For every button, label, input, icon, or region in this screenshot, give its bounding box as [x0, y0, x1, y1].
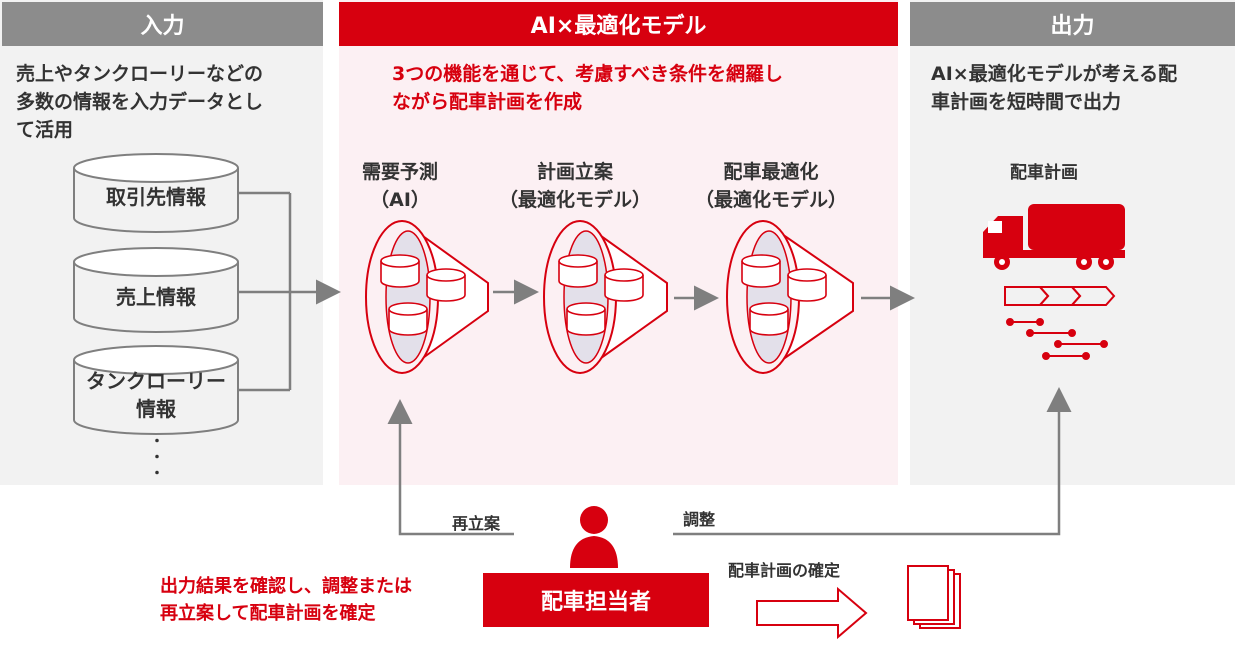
adjust-label: 調整 — [683, 510, 716, 529]
source-tanklorry-label: タンクローリー 情報 — [86, 369, 226, 421]
source-customer-label: 取引先情報 — [106, 185, 206, 209]
cylinder-customer — [73, 153, 239, 233]
replan-label: 再立案 — [452, 514, 501, 533]
stage-arrows — [493, 279, 915, 311]
funnel-demand-forecast — [365, 220, 489, 374]
output-header: 出力 — [910, 2, 1235, 46]
feedback-lines — [387, 387, 1072, 536]
model-header: AI×最適化モデル — [339, 2, 898, 46]
input-description: 売上やタンクローリーなどの 多数の情報を入力データとし て活用 — [16, 63, 264, 141]
more-sources-ellipsis: ・ ・ ・ — [150, 434, 164, 482]
stage-demand-forecast-label: 需要予測 （AI） — [361, 161, 438, 211]
confirm-label: 配車計画の確定 — [728, 561, 841, 580]
documents-icon — [907, 565, 961, 629]
output-description: AI×最適化モデルが考える配 車計画を短時間で出力 — [931, 63, 1178, 113]
confirm-arrow-icon — [756, 586, 868, 640]
funnel-planning — [543, 220, 668, 374]
cylinder-tanklorry — [73, 345, 239, 435]
source-sales-label: 売上情報 — [116, 285, 196, 309]
dispatcher-note: 出力結果を確認し、調整または 再立案して配車計画を確定 — [160, 576, 412, 624]
funnel-dispatch-optimization — [726, 220, 854, 374]
schedule-chevron-icon — [1004, 286, 1116, 306]
input-header: 入力 — [2, 2, 323, 46]
person-icon — [570, 506, 618, 568]
model-description: 3つの機能を通じて、考慮すべき条件を網羅し ながら配車計画を作成 — [392, 63, 783, 113]
timeline-icon — [1006, 318, 1108, 360]
cylinder-sales — [73, 247, 239, 333]
dispatcher-role-box: 配車担当者 — [483, 573, 709, 627]
truck-icon — [983, 204, 1125, 270]
stage-dispatch-optimization-label: 配車最適化 （最適化モデル） — [694, 161, 847, 211]
output-plan-label: 配車計画 — [1010, 163, 1078, 183]
stage-planning-label: 計画立案 （最適化モデル） — [498, 161, 651, 211]
input-connector — [238, 191, 341, 392]
